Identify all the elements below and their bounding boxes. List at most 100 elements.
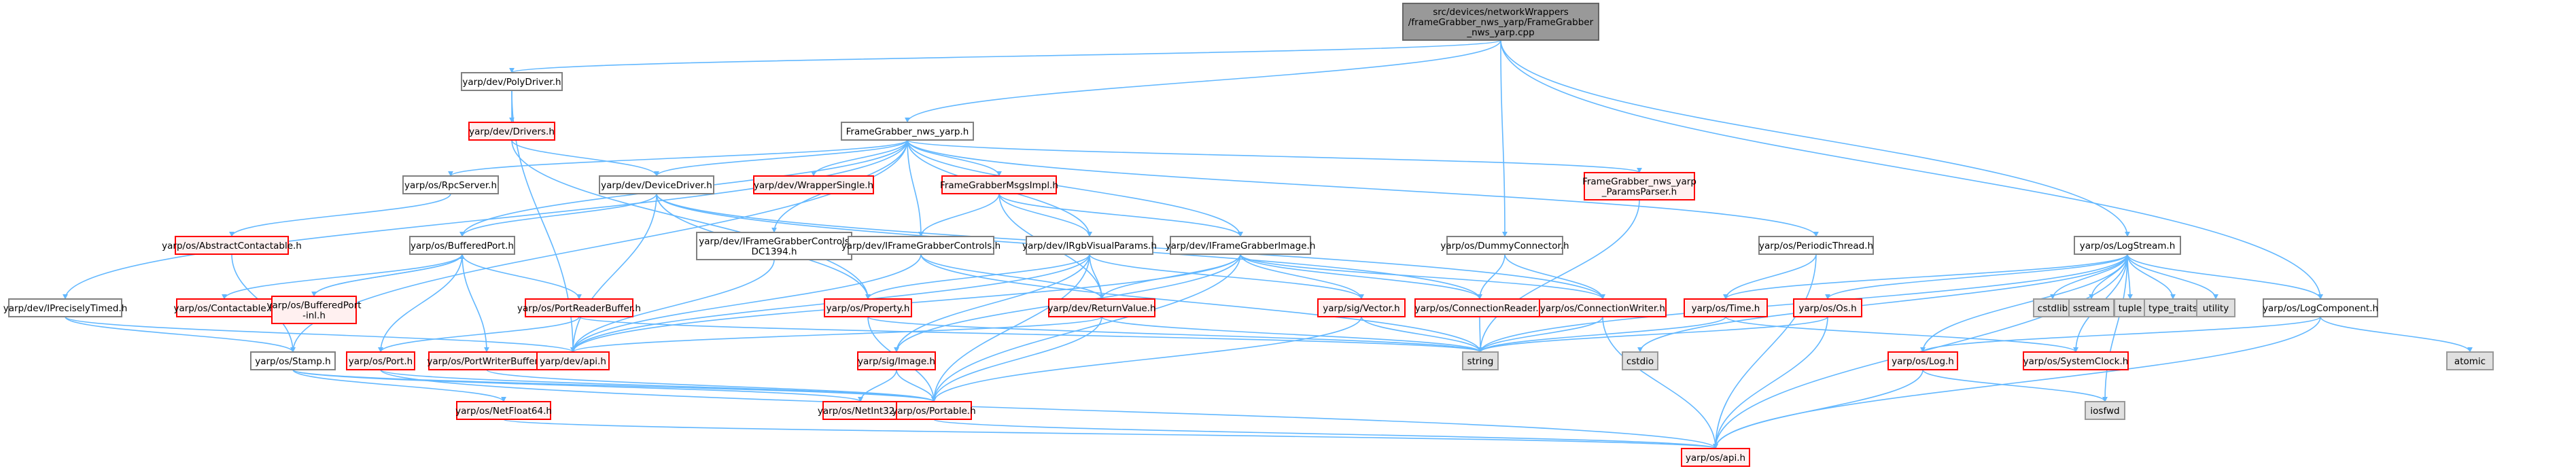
graph-node-netfloat64[interactable]: yarp/os/NetFloat64.h: [455, 401, 552, 420]
node-label: utility: [2203, 303, 2229, 314]
graph-node-port[interactable]: yarp/os/Port.h: [346, 351, 415, 370]
include-edge: [867, 316, 1483, 353]
include-edge: [920, 253, 1483, 353]
node-label: FrameGrabber_nws_yarp.h: [846, 126, 969, 137]
node-label: src/devices/networkWrappers: [1433, 7, 1569, 18]
node-box: [2074, 236, 2181, 255]
node-label: sstream: [2073, 303, 2110, 314]
graph-node-connreader[interactable]: yarp/os/ConnectionReader.h: [1414, 298, 1545, 317]
include-edge: [907, 139, 1819, 237]
include-edge: [1089, 253, 1104, 300]
node-label: FrameGrabber_nws_yarp: [1582, 177, 1696, 188]
graph-node-periodicthread[interactable]: yarp/os/PeriodicThread.h: [1758, 236, 1874, 255]
node-box: [753, 175, 874, 194]
graph-node-bufferedport[interactable]: yarp/os/BufferedPort.h: [409, 236, 515, 255]
graph-node-wrappersingle[interactable]: yarp/dev/WrapperSingle.h: [753, 175, 874, 194]
include-edge: [907, 139, 1642, 173]
graph-node-log[interactable]: yarp/os/Log.h: [1887, 351, 1958, 370]
node-label: yarp/os/Log.h: [1892, 356, 1954, 367]
graph-node-ifgimage[interactable]: yarp/dev/IFrameGrabberImage.h: [1166, 236, 1316, 255]
graph-node-polydriver[interactable]: yarp/dev/PolyDriver.h: [461, 72, 563, 91]
graph-node-root[interactable]: src/devices/networkWrappers/frameGrabber…: [1402, 3, 1599, 41]
graph-node-osapi[interactable]: yarp/os/api.h: [1681, 448, 1750, 467]
graph-node-contactable[interactable]: yarp/os/Contactable.h: [173, 298, 275, 317]
node-box: [2033, 298, 2072, 317]
node-box: [1402, 3, 1599, 41]
include-edge: [1713, 316, 1828, 449]
graph-node-portable[interactable]: yarp/os/Portable.h: [892, 401, 976, 420]
node-label: yarp/os/Os.h: [1798, 303, 1856, 314]
graph-node-portreaderbuffer[interactable]: yarp/os/PortReaderBuffer.h: [517, 298, 641, 317]
include-edge: [578, 316, 1483, 353]
include-edge: [462, 253, 489, 353]
graph-node-netint32[interactable]: yarp/os/NetInt32.h: [818, 401, 903, 420]
include-edge: [896, 369, 937, 402]
graph-node-logstream[interactable]: yarp/os/LogStream.h: [2074, 236, 2181, 255]
graph-node-stamp[interactable]: yarp/os/Stamp.h: [250, 351, 336, 370]
graph-node-connwriter[interactable]: yarp/os/ConnectionWriter.h: [1539, 298, 1667, 317]
node-label: yarp/os/SystemClock.h: [2023, 356, 2129, 367]
include-edge: [931, 253, 1241, 402]
node-label: yarp/os/PeriodicThread.h: [1759, 241, 1873, 251]
node-label: yarp/os/BufferedPort: [266, 300, 361, 311]
include-edge: [865, 253, 1090, 300]
graph-node-sigimage[interactable]: yarp/sig/Image.h: [857, 351, 936, 370]
include-edge: [229, 193, 451, 237]
graph-node-ifgcontrols[interactable]: yarp/dev/IFrameGrabberControls.h: [841, 236, 1000, 255]
graph-node-bufferedportinl[interactable]: yarp/os/BufferedPort-inl.h: [266, 296, 362, 324]
graph-node-logcomponent[interactable]: yarp/os/LogComponent.h: [2263, 298, 2378, 317]
graph-node-irgbvisual[interactable]: yarp/dev/IRgbVisualParams.h: [1022, 236, 1157, 255]
graph-node-returnvalue[interactable]: yarp/dev/ReturnValue.h: [1047, 298, 1156, 317]
node-box: [461, 72, 563, 91]
node-box: [599, 175, 714, 194]
graph-node-dummyconnector[interactable]: yarp/os/DummyConnector.h: [1440, 236, 1569, 255]
node-label: yarp/dev/WrapperSingle.h: [754, 180, 873, 191]
include-edge: [380, 369, 1718, 449]
graph-node-rpcserver[interactable]: yarp/os/RpcServer.h: [402, 175, 499, 194]
include-edge: [1477, 253, 1505, 300]
include-edge: [1478, 316, 1726, 353]
node-label: _ParamsParser.h: [1601, 187, 1677, 198]
node-label: yarp/os/PortReaderBuffer.h: [517, 303, 641, 314]
include-edge: [486, 369, 937, 402]
graph-node-sigvector[interactable]: yarp/sig/Vector.h: [1317, 298, 1406, 317]
node-box: [1414, 298, 1545, 317]
node-box: [2263, 298, 2378, 317]
graph-node-fgh[interactable]: FrameGrabber_nws_yarp.h: [841, 122, 974, 141]
include-edge: [811, 139, 908, 177]
graph-node-devapi[interactable]: yarp/dev/api.h: [536, 351, 610, 370]
include-edge: [2320, 316, 2473, 353]
include-edge: [1361, 316, 1483, 353]
node-box: [1793, 298, 1862, 317]
graph-node-property[interactable]: yarp/os/Property.h: [824, 298, 912, 317]
node-label: yarp/dev/api.h: [540, 356, 606, 367]
node-label: yarp/dev/Drivers.h: [469, 126, 555, 137]
node-label: DC1394.h: [751, 247, 797, 258]
node-label: string: [1467, 356, 1494, 367]
graph-node-systemclock[interactable]: yarp/os/SystemClock.h: [2023, 351, 2129, 370]
node-label: yarp/os/Contactable.h: [173, 303, 275, 314]
graph-node-msgsimpl[interactable]: FrameGrabberMsgsImpl.h: [940, 175, 1058, 194]
include-edge: [378, 316, 580, 353]
include-edge: [1713, 253, 1817, 449]
node-label: _nws_yarp.cpp: [1466, 27, 1534, 38]
node-box: [468, 122, 555, 141]
node-label: yarp/os/PortWriterBuffer.h: [427, 356, 546, 367]
graph-node-portwriterbuffer[interactable]: yarp/os/PortWriterBuffer.h: [427, 351, 546, 370]
node-label: yarp/dev/IRgbVisualParams.h: [1022, 241, 1157, 251]
include-edge: [1101, 316, 1483, 353]
graph-node-drivers[interactable]: yarp/dev/Drivers.h: [468, 122, 555, 141]
include-edge: [448, 139, 908, 177]
include-edge: [1478, 316, 1603, 353]
graph-node-paramsparser[interactable]: FrameGrabber_nws_yarp_ParamsParser.h: [1582, 172, 1696, 200]
include-edge: [998, 193, 1243, 237]
graph-node-os[interactable]: yarp/os/Os.h: [1793, 298, 1862, 317]
include-edge: [2127, 253, 2323, 300]
graph-node-abstractcontactable[interactable]: yarp/os/AbstractContactable.h: [162, 236, 302, 255]
include-edge: [894, 253, 1090, 353]
graph-node-devicedriver[interactable]: yarp/dev/DeviceDriver.h: [599, 175, 714, 194]
graph-node-ipreciselytimed[interactable]: yarp/dev/IPreciselyTimed.h: [3, 298, 128, 317]
include-edge: [1723, 253, 2128, 300]
graph-node-time[interactable]: yarp/os/Time.h: [1684, 298, 1768, 317]
